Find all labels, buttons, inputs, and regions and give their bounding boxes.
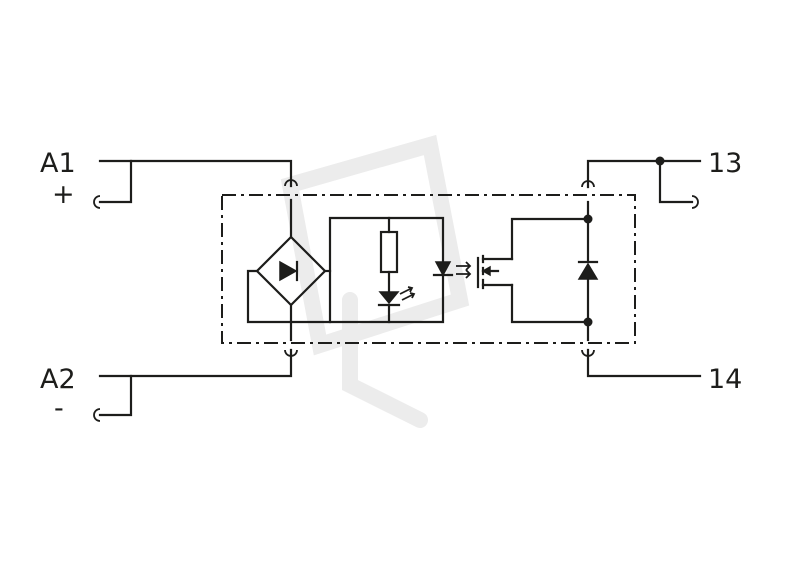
bridge-rectifier	[246, 235, 332, 324]
terminal-14-label: 14	[708, 364, 742, 395]
watermark-logo	[280, 134, 470, 428]
indicator-led	[378, 291, 400, 305]
protection-diode	[577, 200, 599, 342]
control-circuit	[289, 216, 445, 324]
terminal-a2-polarity: -	[54, 393, 64, 424]
terminal-a1-label: A1	[40, 148, 76, 179]
terminal-13-wiring	[581, 156, 702, 209]
mosfet-switch	[476, 217, 590, 324]
terminal-a1-wiring	[93, 159, 298, 238]
resistor	[379, 230, 399, 274]
optocoupler-led	[432, 261, 472, 279]
module-enclosure	[221, 194, 636, 344]
terminal-a2-label: A2	[40, 364, 76, 395]
terminal-13-label: 13	[708, 148, 742, 179]
terminal-14-wiring	[581, 348, 702, 378]
terminal-a1-polarity: +	[52, 179, 75, 210]
